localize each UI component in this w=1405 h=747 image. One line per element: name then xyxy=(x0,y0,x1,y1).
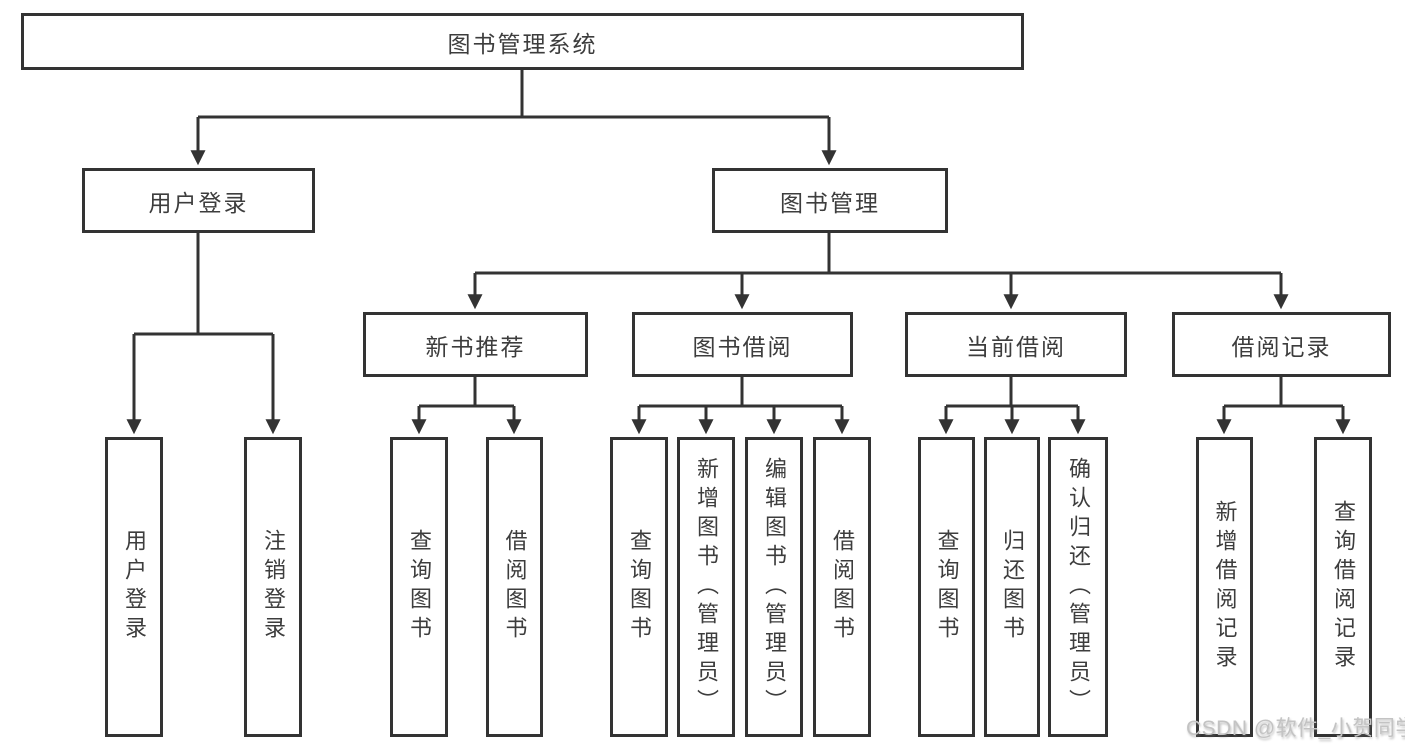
leaf-newbook-borrow-book-label: 借阅图书 xyxy=(502,529,528,645)
branch-borrow-records xyxy=(1216,377,1351,435)
branch-current-borrowing xyxy=(938,377,1086,435)
leaf-user-login: 用户登录 xyxy=(105,437,163,737)
leaf-edit-book-admin: 编辑图书（管理员） xyxy=(745,437,803,737)
node-book-borrowing: 图书借阅 xyxy=(632,312,853,377)
leaf-return-book-label: 归还图书 xyxy=(1000,529,1025,645)
leaf-newbook-query-book-label: 查询图书 xyxy=(407,529,432,645)
leaf-logout-label: 注销登录 xyxy=(261,529,286,645)
leaf-current-query-book-label: 查询图书 xyxy=(934,529,960,645)
leaf-borrowing-query-book: 查询图书 xyxy=(610,437,668,737)
leaf-borrowing-query-book-label: 查询图书 xyxy=(627,529,652,645)
node-user-login: 用户登录 xyxy=(82,168,315,233)
leaf-newbook-borrow-book: 借阅图书 xyxy=(486,437,543,737)
node-borrow-records-label: 借阅记录 xyxy=(1231,333,1332,360)
leaf-newbook-query-book: 查询图书 xyxy=(390,437,448,737)
leaf-add-borrow-record: 新增借阅记录 xyxy=(1196,437,1253,737)
leaf-query-borrow-record-label: 查询借阅记录 xyxy=(1331,500,1356,674)
node-root-label: 图书管理系统 xyxy=(447,30,598,57)
leaf-confirm-return-admin: 确认归还（管理员） xyxy=(1048,437,1108,737)
node-root-title: 图书管理系统 xyxy=(21,13,1024,70)
leaf-add-book-admin-label: 新增图书（管理员） xyxy=(694,456,719,718)
leaf-logout: 注销登录 xyxy=(244,437,302,737)
leaf-confirm-return-admin-label: 确认归还（管理员） xyxy=(1066,456,1091,718)
node-book-management: 图书管理 xyxy=(712,168,948,233)
branch-new-book-recommend xyxy=(411,377,522,435)
leaf-query-borrow-record: 查询借阅记录 xyxy=(1314,437,1372,737)
leaf-edit-book-admin-label: 编辑图书（管理员） xyxy=(762,456,787,718)
branch-user-login xyxy=(126,232,281,435)
leaf-borrowing-borrow-book-label: 借阅图书 xyxy=(830,529,855,645)
leaf-current-query-book: 查询图书 xyxy=(918,437,975,737)
leaf-add-borrow-record-label: 新增借阅记录 xyxy=(1212,500,1238,674)
leaf-borrowing-borrow-book: 借阅图书 xyxy=(813,437,871,737)
node-user-login-label: 用户登录 xyxy=(148,189,249,216)
leaf-return-book: 归还图书 xyxy=(984,437,1040,737)
node-borrow-records: 借阅记录 xyxy=(1172,312,1391,377)
leaf-add-book-admin: 新增图书（管理员） xyxy=(677,437,735,737)
leaf-user-login-label: 用户登录 xyxy=(122,529,147,645)
node-new-book-recommend: 新书推荐 xyxy=(363,312,588,377)
branch-root xyxy=(190,69,837,166)
node-new-book-recommend-label: 新书推荐 xyxy=(425,333,526,360)
branch-book-management xyxy=(467,232,1289,310)
node-book-management-label: 图书管理 xyxy=(780,189,880,216)
node-current-borrowing-label: 当前借阅 xyxy=(966,333,1066,360)
csdn-watermark: CSDN @软件_小贺同学 xyxy=(1186,717,1405,740)
node-book-borrowing-label: 图书借阅 xyxy=(692,333,793,360)
node-current-borrowing: 当前借阅 xyxy=(905,312,1127,377)
branch-book-borrowing xyxy=(631,377,850,435)
